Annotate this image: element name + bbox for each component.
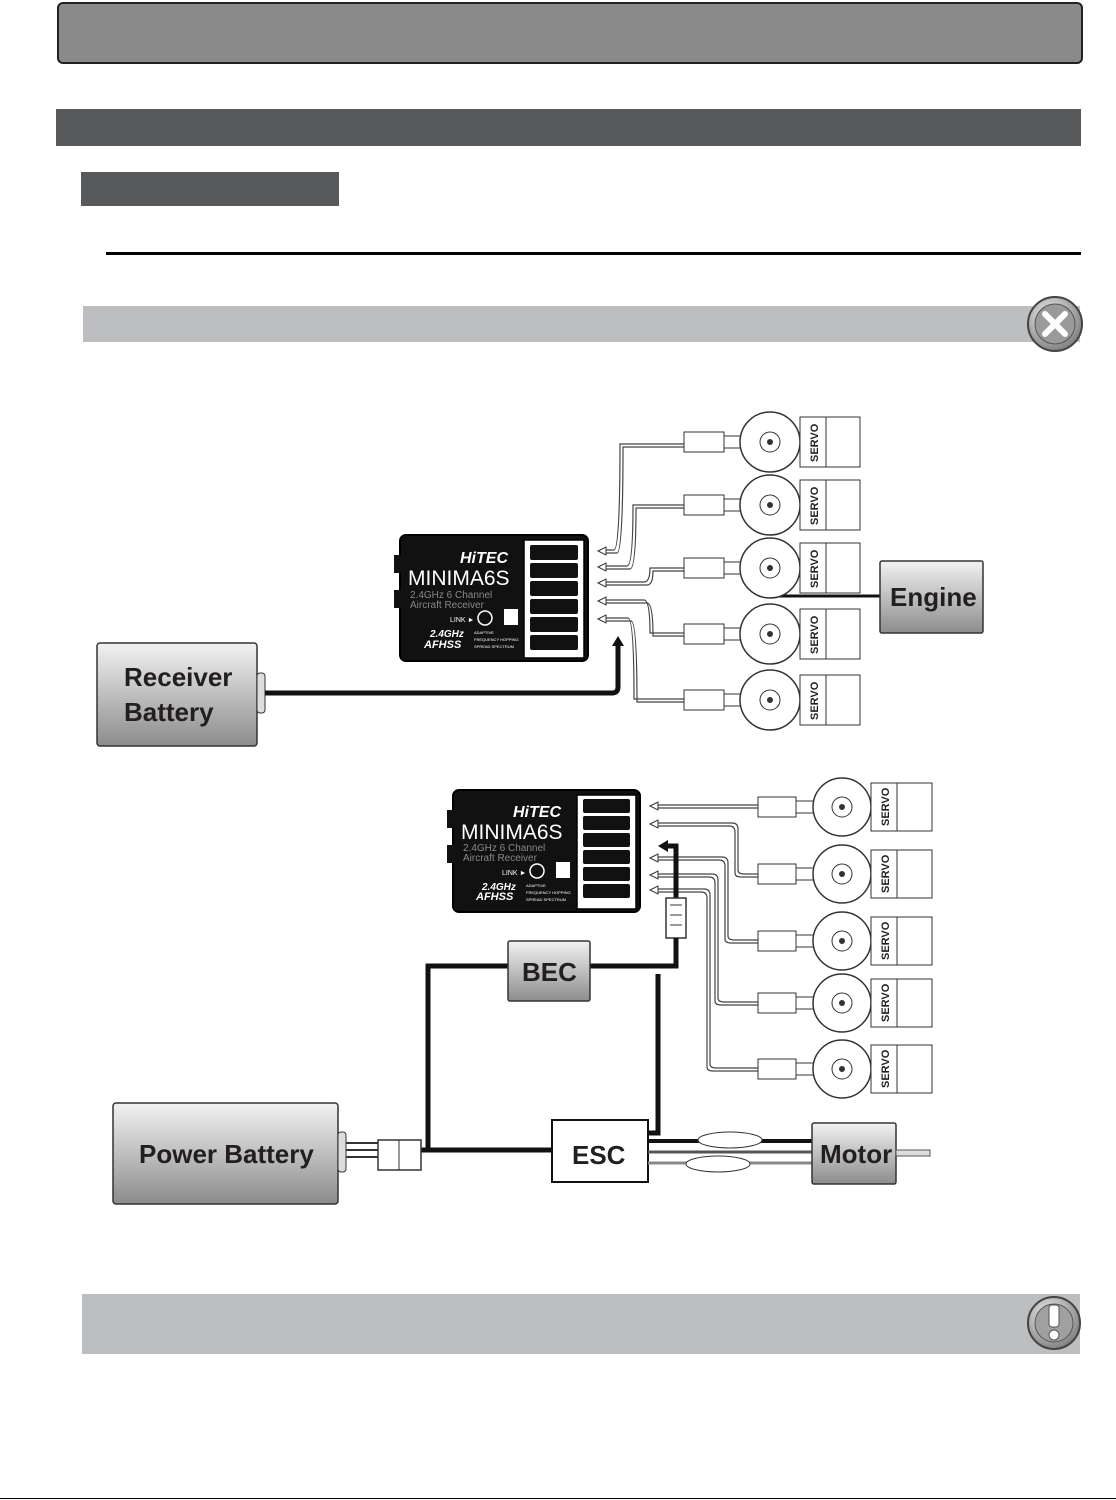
engine-box: Engine — [879, 560, 984, 634]
receiver-band: 2.4GHz — [429, 629, 464, 640]
servo-label: SERVO — [809, 615, 821, 654]
servo: SERVO — [757, 777, 933, 837]
servo: SERVO — [683, 603, 861, 665]
esc-box: ESC — [551, 1119, 649, 1183]
servo-label: SERVO — [809, 423, 821, 462]
servo: SERVO — [757, 973, 933, 1033]
power-wiring — [421, 938, 679, 1153]
servo-label: SERVO — [809, 549, 821, 588]
servo: SERVO — [757, 1039, 933, 1099]
servo-label: SERVO — [880, 983, 892, 1022]
receiver-battery-label-2: Battery — [124, 697, 214, 727]
servo: SERVO — [683, 474, 861, 536]
servo-group-top: SERVO SERVO SERVO — [683, 411, 861, 731]
receiver-desc-1: 2.4GHz 6 Channel — [463, 843, 545, 854]
status-led — [556, 862, 570, 878]
bec-box: BEC — [507, 940, 591, 1002]
receiver-protocol: AFHSS — [475, 891, 514, 903]
receiver-tech-2: FREQUENCY HOPPING — [526, 890, 571, 895]
esc-label: ESC — [572, 1140, 626, 1170]
receiver-tech-3: SPREAD SPECTRUM — [526, 897, 566, 902]
receiver-tech-2: FREQUENCY HOPPING — [474, 637, 519, 642]
servo-leads-bottom — [658, 804, 760, 1072]
motor-box: Motor — [811, 1122, 931, 1185]
footer-rule — [0, 1498, 1116, 1499]
link-button — [477, 610, 493, 626]
receiver-desc-2: Aircraft Receiver — [410, 600, 485, 611]
servo-label: SERVO — [809, 486, 821, 525]
close-x-icon — [1027, 296, 1083, 352]
receiver-tech-1: ADAPTIVE — [474, 630, 494, 635]
servo: SERVO — [683, 537, 861, 599]
exclamation-icon — [1027, 1296, 1081, 1350]
status-led — [504, 609, 518, 625]
receiver-battery: Receiver Battery — [96, 642, 266, 747]
link-button — [529, 863, 545, 879]
receiver-battery-label-1: Receiver — [124, 662, 232, 692]
receiver-tech-3: SPREAD SPECTRUM — [474, 644, 514, 649]
receiver-bottom: HiTEC MINIMA6S 2.4GHz 6 Channel Aircraft… — [447, 789, 641, 913]
receiver-top: HiTEC MINIMA6S 2.4GHz 6 Channel Aircraft… — [394, 534, 589, 662]
power-battery-label: Power Battery — [139, 1139, 314, 1169]
receiver-protocol: AFHSS — [423, 639, 462, 651]
servo: SERVO — [683, 411, 861, 473]
section-header-bar — [56, 109, 1081, 146]
receiver-brand: HiTEC — [460, 550, 508, 567]
battery-lead — [265, 640, 621, 696]
receiver-desc-1: 2.4GHz 6 Channel — [410, 590, 492, 601]
servo-label: SERVO — [880, 1049, 892, 1088]
power-battery: Power Battery — [112, 1102, 422, 1205]
bec-label: BEC — [522, 957, 577, 987]
receiver-model: MINIMA6S — [461, 821, 563, 844]
bec-connector — [665, 897, 687, 939]
motor-shaft — [895, 1149, 931, 1157]
motor-label: Motor — [820, 1139, 892, 1169]
subsection-header-bar — [81, 172, 339, 206]
receiver-brand: HiTEC — [513, 804, 561, 821]
motor-wires — [648, 1131, 812, 1173]
receiver-link-label: LINK ► — [450, 617, 474, 624]
page-header-bar — [57, 2, 1083, 64]
receiver-desc-2: Aircraft Receiver — [463, 853, 538, 864]
receiver-link-label: LINK ► — [502, 870, 526, 877]
receiver-band: 2.4GHz — [481, 882, 516, 893]
receiver-tech-1: ADAPTIVE — [526, 883, 546, 888]
engine-label: Engine — [890, 582, 977, 612]
servo: SERVO — [757, 844, 933, 904]
servo-label: SERVO — [880, 854, 892, 893]
receiver-model: MINIMA6S — [408, 567, 510, 590]
note-banner — [82, 1294, 1080, 1354]
servo-label: SERVO — [880, 921, 892, 960]
servo-group-bottom: SERVO SERVO SERVO — [757, 777, 933, 1099]
servo: SERVO — [757, 911, 933, 971]
warning-banner — [83, 306, 1080, 342]
servo-leads-top — [604, 443, 684, 703]
servo-label: SERVO — [880, 787, 892, 826]
servo: SERVO — [683, 669, 861, 731]
divider-rule — [106, 252, 1081, 255]
servo-label: SERVO — [809, 681, 821, 720]
